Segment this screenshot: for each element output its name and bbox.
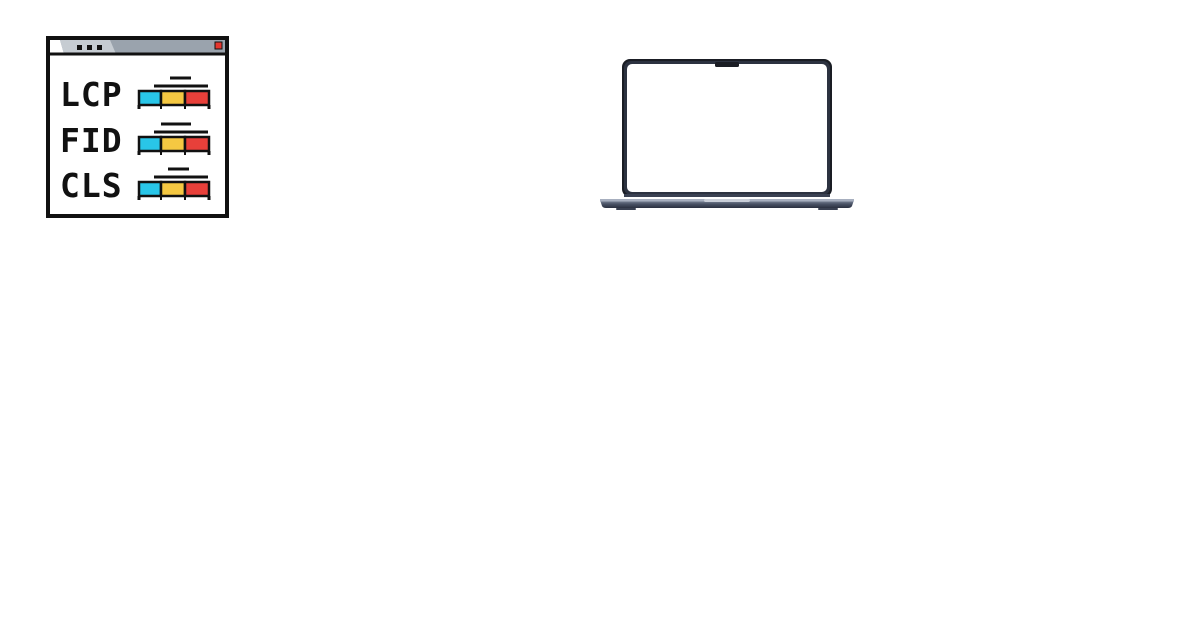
metric-bars-lcp (137, 76, 211, 109)
camera-notch (715, 62, 739, 67)
close-marker (214, 41, 223, 50)
web-vitals-metrics-icon: LCP FID CLS (46, 36, 229, 218)
metric-label-fid: FID (60, 121, 123, 160)
metric-bars-fid (137, 122, 211, 155)
metric-bars-cls (137, 167, 211, 200)
metric-label-cls: CLS (60, 166, 123, 205)
laptop-screen (627, 64, 827, 192)
window-dots-icon (77, 45, 102, 50)
laptop-icon (598, 56, 856, 214)
metric-label-lcp: LCP (60, 75, 123, 114)
window-title-bar (50, 40, 225, 56)
